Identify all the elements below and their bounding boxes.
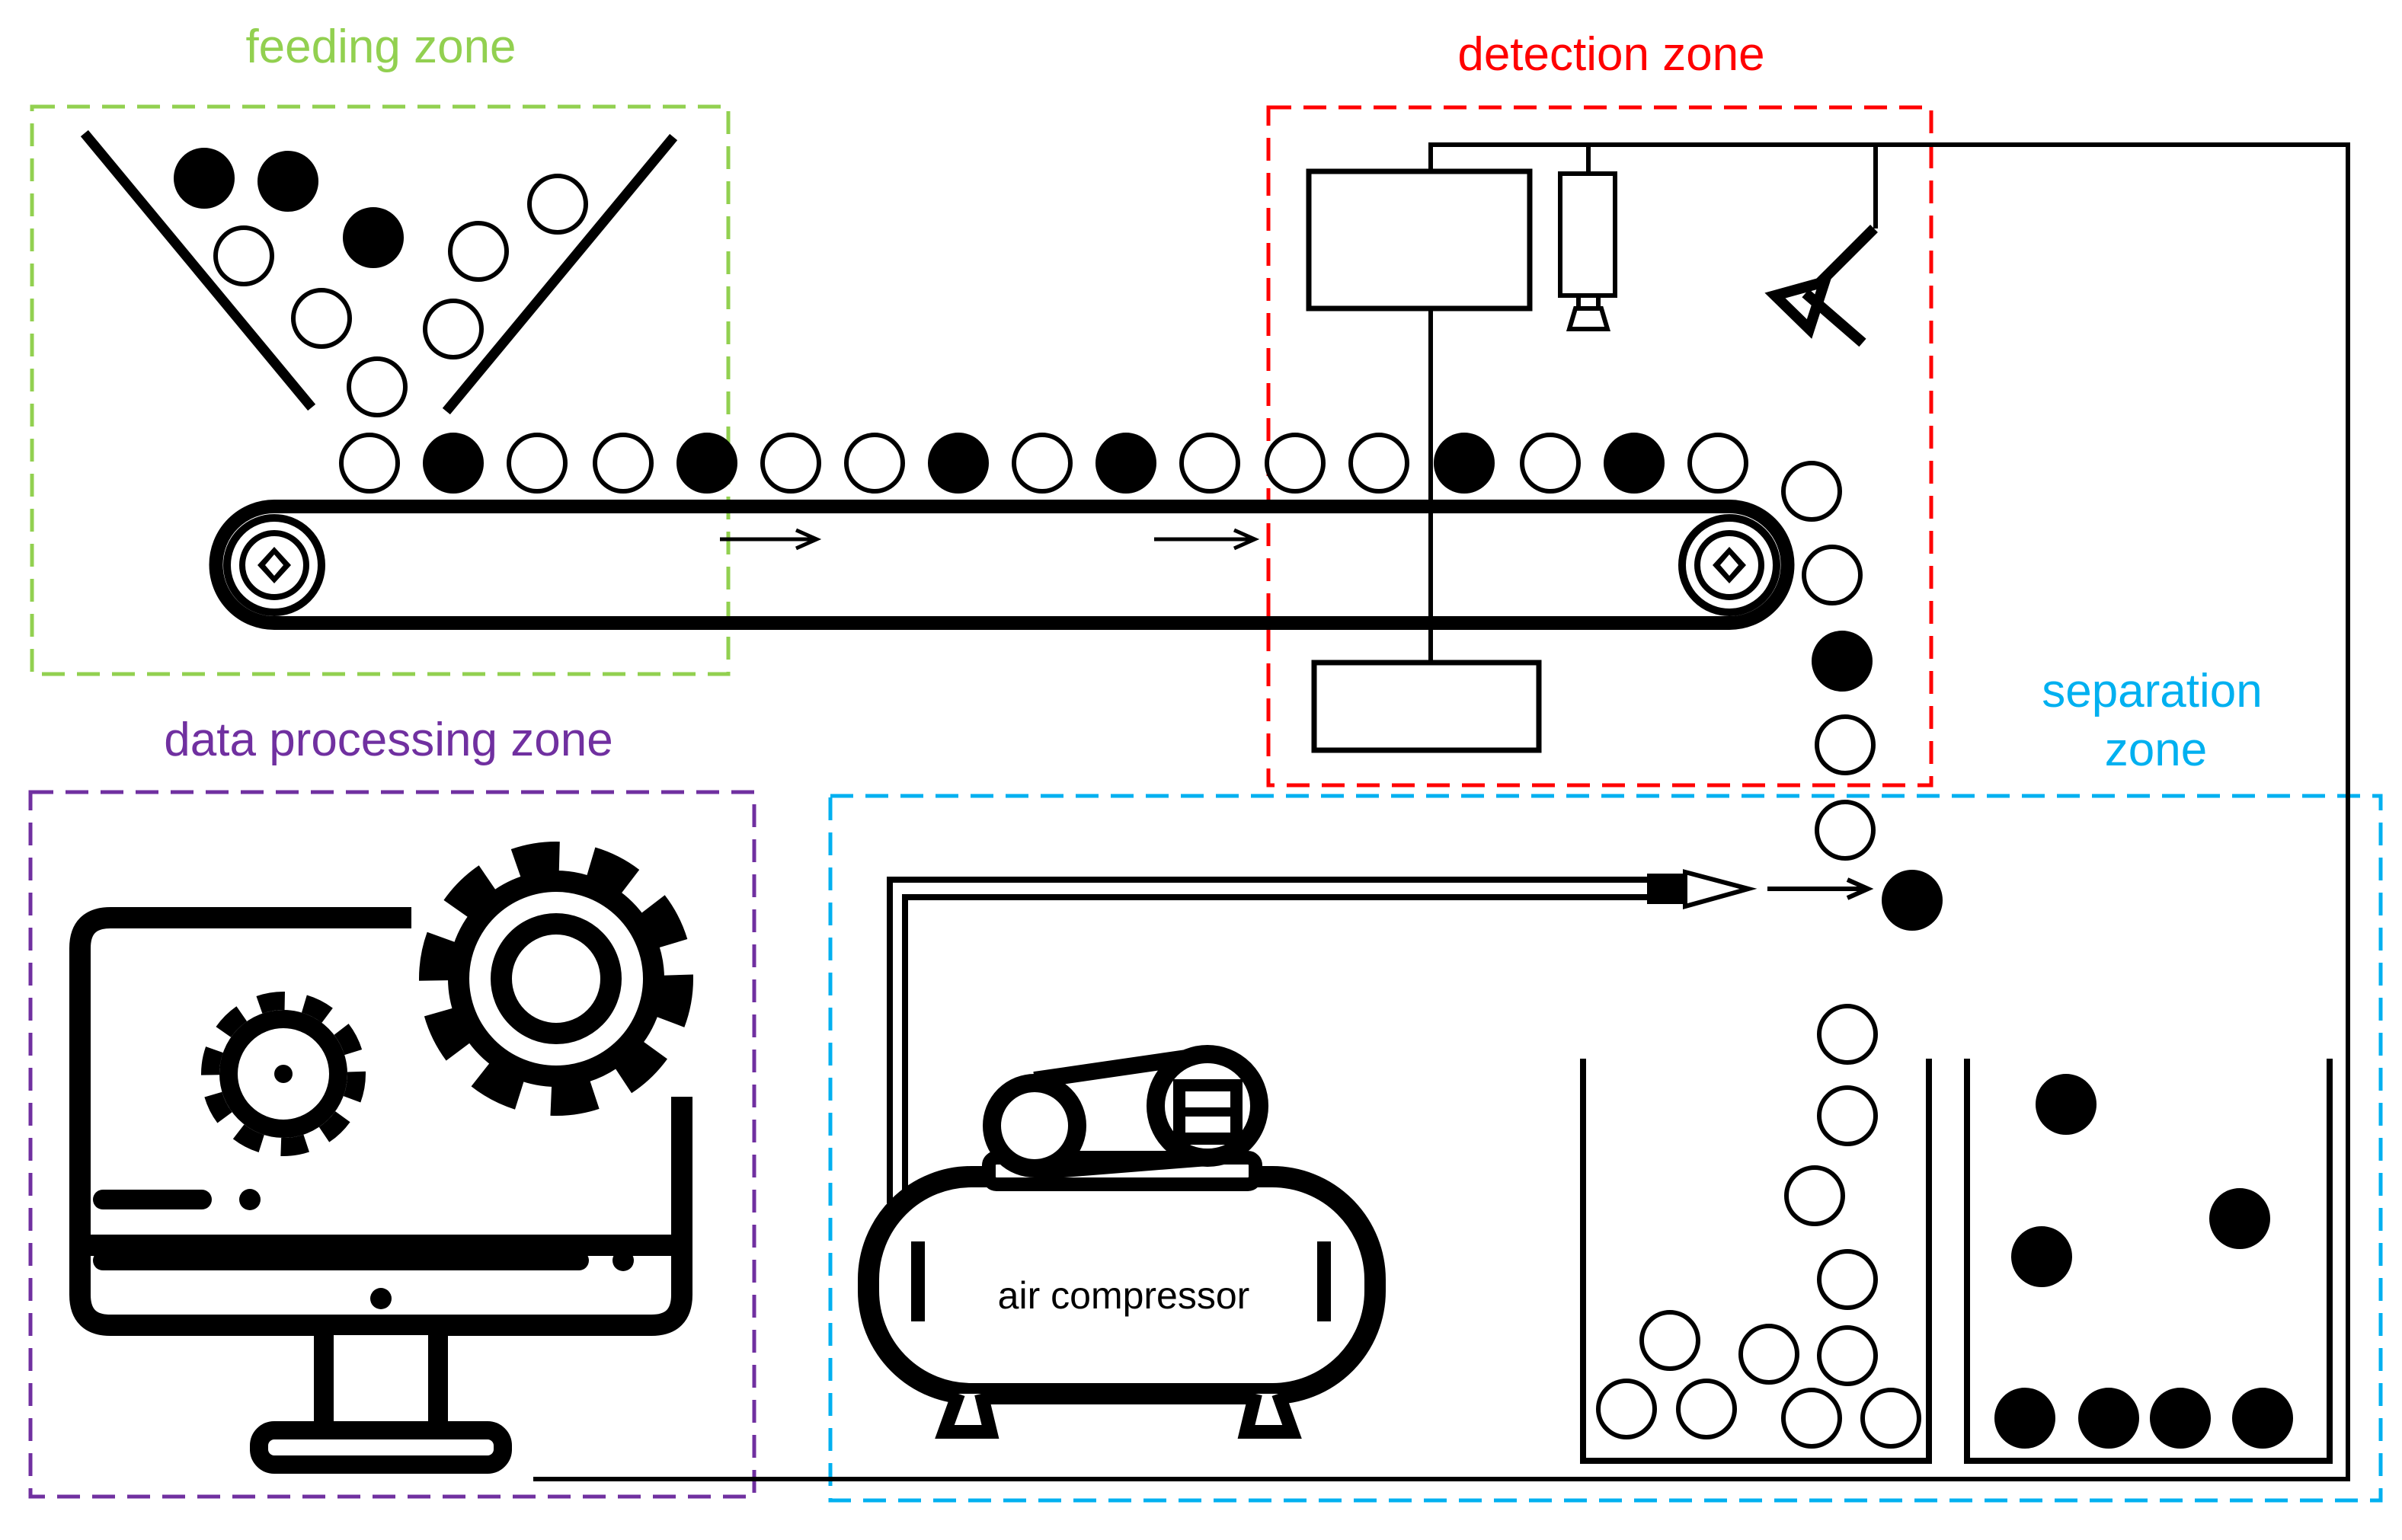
good-particle [1817, 1085, 1878, 1146]
good-particle [1596, 1379, 1657, 1439]
good-particle [339, 433, 400, 494]
good-particle [1860, 1388, 1921, 1449]
good-particle [1802, 545, 1863, 605]
separation-zone-frame [828, 794, 2383, 1503]
conveyor-belt-icon [209, 500, 1795, 630]
defective-particle [2011, 1226, 2072, 1287]
good-particle [1179, 433, 1240, 494]
good-particle [1815, 714, 1876, 775]
good-particle [1676, 1379, 1737, 1439]
collection-bins-icon [1580, 1059, 2333, 1464]
good-particle [1687, 433, 1748, 494]
air-nozzle-icon [1647, 869, 1874, 909]
good-particle [347, 356, 408, 417]
good-particle [1781, 1388, 1842, 1449]
good-particle [1265, 433, 1326, 494]
defective-particle [343, 207, 404, 268]
good-particle [1817, 1004, 1878, 1065]
good-particle [1738, 1324, 1799, 1385]
good-particle [1639, 1310, 1700, 1371]
good-particle [1012, 433, 1073, 494]
hopper-icon [80, 129, 678, 415]
detection-wiring [533, 142, 2350, 1481]
detection-zone-label: detection zone [1457, 28, 1764, 81]
defective-particle [174, 148, 235, 209]
defective-particle [2078, 1388, 2139, 1449]
separation-zone-label-line2: zone [2105, 724, 2207, 776]
good-particle [1817, 1249, 1878, 1310]
defective-particle [2209, 1188, 2270, 1249]
defective-particle [676, 433, 737, 494]
good-particle [844, 433, 905, 494]
particles [174, 148, 2293, 1449]
data-processing-zone-frame [28, 790, 756, 1499]
defective-particle [2150, 1388, 2211, 1449]
data-processing-zone-label: data processing zone [164, 714, 612, 766]
air-compressor-label: air compressor [998, 1274, 1250, 1317]
defective-particle [1812, 631, 1873, 692]
feeding-zone-frame [30, 104, 731, 676]
defective-particle [257, 151, 318, 212]
defective-particle [928, 433, 989, 494]
controller-box-icon [1311, 660, 1542, 753]
good-particle [423, 299, 484, 359]
good-particle [1815, 800, 1876, 861]
good-particle [213, 225, 274, 286]
computer-gears-icon [69, 842, 693, 1474]
good-particle [1784, 1165, 1845, 1226]
separation-zone-label-line1: separation [2042, 665, 2263, 717]
detection-zone-frame [1266, 105, 1933, 788]
sensor-icon [1764, 225, 1878, 347]
good-particle [448, 221, 509, 282]
light-source-icon [1558, 171, 1617, 331]
good-particle [527, 174, 588, 235]
defective-particle [2232, 1388, 2293, 1449]
defective-particle [1434, 433, 1495, 494]
good-particle [1520, 433, 1581, 494]
air-compressor-icon [858, 877, 1653, 1439]
defective-particle [2036, 1074, 2097, 1135]
good-particle [1348, 433, 1409, 494]
good-particle [1781, 461, 1842, 522]
good-particle [507, 433, 568, 494]
good-particle [291, 288, 352, 349]
good-particle [1817, 1325, 1878, 1386]
defective-particle [1095, 433, 1156, 494]
good-particle [593, 433, 654, 494]
good-particle [760, 433, 821, 494]
camera-box-icon [1306, 168, 1533, 312]
defective-particle [1882, 870, 1943, 931]
defective-particle [1994, 1388, 2055, 1449]
defective-particle [1604, 433, 1665, 494]
feeding-zone-label: feeding zone [245, 21, 516, 73]
defective-particle [423, 433, 484, 494]
